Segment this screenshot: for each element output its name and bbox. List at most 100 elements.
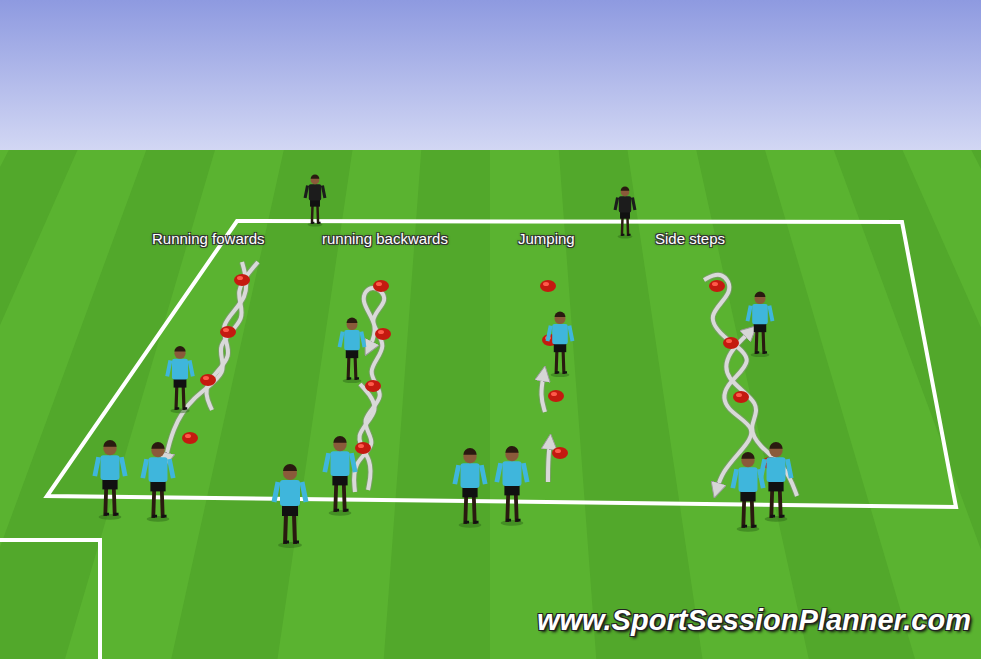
player-shirt xyxy=(309,184,321,200)
cone-highlight xyxy=(376,282,382,286)
player-boots xyxy=(311,222,320,224)
path-shadow xyxy=(548,440,550,482)
player-boots xyxy=(506,519,520,522)
drill-label: running backwards xyxy=(322,230,448,248)
cone-body xyxy=(723,337,739,349)
player-boots xyxy=(755,351,767,353)
player-shirt xyxy=(767,457,786,482)
player-hair xyxy=(283,464,297,471)
player-shirt xyxy=(280,480,300,506)
cone-body xyxy=(552,447,568,459)
cone-body xyxy=(182,432,198,444)
cone-body xyxy=(365,380,381,392)
player-legs xyxy=(348,357,356,380)
cone-highlight xyxy=(358,444,364,448)
path-shadow xyxy=(541,372,545,412)
player-hair xyxy=(621,186,630,190)
cone xyxy=(709,280,725,292)
path-shadow xyxy=(354,288,384,492)
player-shadow xyxy=(501,520,524,526)
drill-label: Jumping xyxy=(518,230,575,248)
player-boots xyxy=(175,407,187,409)
player-hair xyxy=(311,174,320,178)
player-hair xyxy=(347,318,358,323)
cone-body xyxy=(540,280,556,292)
cone xyxy=(540,280,556,292)
player-hair xyxy=(769,442,782,449)
cone-highlight xyxy=(712,282,718,286)
cone xyxy=(355,442,371,454)
cone-highlight xyxy=(378,330,384,334)
player-hair xyxy=(151,442,164,449)
player-shadow xyxy=(551,372,570,377)
player-shirt xyxy=(149,457,168,482)
player-figure xyxy=(548,312,573,378)
cone-highlight xyxy=(223,328,229,332)
cone-highlight xyxy=(551,392,557,396)
player-shirt xyxy=(552,324,568,344)
player-figure xyxy=(167,346,193,413)
player-figure xyxy=(497,446,527,526)
cone xyxy=(733,391,749,403)
player-legs xyxy=(771,490,781,519)
player-shadow xyxy=(765,516,788,522)
player-hair xyxy=(463,448,476,455)
inset-frame xyxy=(0,540,100,659)
cone-highlight xyxy=(203,376,209,380)
player-legs xyxy=(756,331,764,354)
player-boots xyxy=(770,515,784,518)
player-boots xyxy=(742,525,756,528)
cones xyxy=(182,274,778,469)
player-boots xyxy=(104,513,118,516)
player-shirt xyxy=(503,461,522,486)
grass-stripe xyxy=(65,150,284,659)
player-figure xyxy=(748,292,773,358)
player-shirt xyxy=(739,467,758,492)
player-figure xyxy=(340,318,365,384)
cone xyxy=(182,432,198,444)
player-legs xyxy=(743,500,753,529)
cone-highlight xyxy=(555,449,561,453)
cone-highlight xyxy=(237,276,243,280)
cone xyxy=(723,337,739,349)
player-legs xyxy=(622,217,628,236)
player-shirt xyxy=(752,304,768,324)
player-shadow xyxy=(737,526,760,532)
movement-arrow xyxy=(165,262,258,462)
player-hair xyxy=(755,292,766,297)
cone-body xyxy=(373,280,389,292)
grass-stripe xyxy=(903,150,981,659)
cone-highlight xyxy=(368,382,374,386)
player-legs xyxy=(465,496,475,525)
players xyxy=(95,174,791,548)
movement-arrow xyxy=(541,372,545,412)
drill-label: Running fowards xyxy=(152,230,265,248)
pitch-outline xyxy=(47,221,956,507)
movement-arrow xyxy=(359,384,374,490)
movement-arrow xyxy=(726,330,797,496)
cone-highlight xyxy=(726,339,732,343)
player-figure xyxy=(305,174,325,226)
player-figure xyxy=(455,448,485,528)
player-boots xyxy=(464,521,478,524)
player-shirt xyxy=(619,196,631,212)
grass-stripe xyxy=(628,150,809,659)
cone-body xyxy=(200,374,216,386)
sky xyxy=(0,0,981,152)
player-hair xyxy=(174,346,185,352)
cone xyxy=(234,274,250,286)
player-boots xyxy=(152,515,166,518)
movement-arrow xyxy=(548,440,550,482)
player-figure xyxy=(733,452,763,532)
player-legs xyxy=(507,494,517,523)
player-boots xyxy=(334,509,348,512)
player-shadow xyxy=(343,378,362,383)
cone xyxy=(375,328,391,340)
movement-paths xyxy=(165,262,797,496)
player-hair xyxy=(103,440,116,447)
player-boots xyxy=(284,541,299,544)
player-shadow xyxy=(170,408,189,413)
player-legs xyxy=(335,484,345,513)
player-hair xyxy=(505,446,518,453)
